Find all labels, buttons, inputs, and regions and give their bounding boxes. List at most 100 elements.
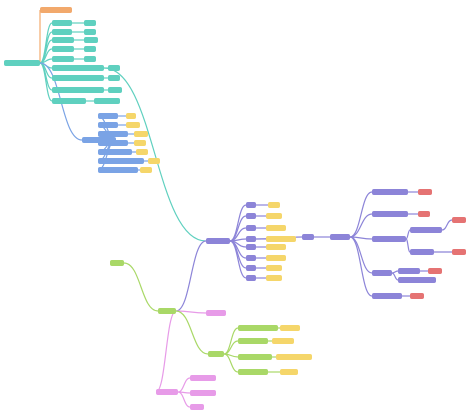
mindmap-node-t5[interactable] [52,56,74,62]
mindmap-node-t9[interactable] [52,98,86,104]
mindmap-node-p3[interactable] [246,225,256,231]
mindmap-node-gr4[interactable] [238,369,268,375]
mindmap-node-p2[interactable] [246,213,256,219]
mindmap-node-p6v[interactable] [266,255,286,261]
link-root1-t8 [39,62,53,91]
mindmap-node-k1c[interactable] [190,404,204,410]
mindmap-node-t1[interactable] [52,20,72,26]
link-root1-t9 [39,62,53,102]
mindmap-node-p7v[interactable] [266,265,282,271]
mindmap-node-q3av[interactable] [452,217,466,223]
mindmap-node-g0[interactable] [110,260,124,266]
mindmap-node-b7v[interactable] [140,167,152,173]
mindmap-node-t3v[interactable] [84,37,98,43]
mindmap-node-gr1[interactable] [238,325,278,331]
mindmap-node-p6[interactable] [246,255,256,261]
mindmap-node-g1[interactable] [158,308,176,314]
mindmap-node-pm2[interactable] [330,234,350,240]
mindmap-node-b3v[interactable] [134,131,148,137]
link-pm2-q5 [349,236,373,297]
mindmap-node-p1[interactable] [246,202,256,208]
mindmap-node-t6v[interactable] [108,65,120,71]
mindmap-node-t4[interactable] [52,46,74,52]
mindmap-node-q4av[interactable] [428,268,442,274]
mindmap-node-b1[interactable] [98,113,118,119]
mindmap-node-q3[interactable] [372,236,406,242]
mindmap-node-p4[interactable] [246,236,256,242]
mindmap-node-gr1v[interactable] [280,325,300,331]
mindmap-node-t7v[interactable] [108,75,120,81]
mindmap-node-t4v[interactable] [84,46,96,52]
mindmap-node-t3[interactable] [52,37,74,43]
mindmap-node-gr2[interactable] [238,338,268,344]
mindmap-node-b1v[interactable] [126,113,136,119]
mindmap-node-t5v[interactable] [84,56,96,62]
link-pm2-q1 [349,191,373,238]
mindmap-node-q2v[interactable] [418,211,430,217]
mindmap-node-p5[interactable] [246,244,256,250]
mindmap-node-p3v[interactable] [266,225,286,231]
mindmap-node-q5v[interactable] [410,293,424,299]
link-q3-q3b [405,238,411,253]
link-q3a-q3av [441,219,453,231]
mindmap-node-b3[interactable] [98,131,128,137]
mindmap-node-t7[interactable] [52,75,104,81]
mindmap-node-gr[interactable] [208,351,224,357]
mindmap-node-t8v[interactable] [108,87,122,93]
mindmap-node-b2v[interactable] [126,122,140,128]
link-k1-k1c [177,391,191,408]
mindmap-node-b7[interactable] [98,167,138,173]
link-g1-gr [175,310,209,355]
mindmap-node-k1[interactable] [156,389,178,395]
mindmap-node-gr4v[interactable] [280,369,298,375]
link-g0-g1 [123,262,159,312]
mindmap-node-p8[interactable] [246,275,256,281]
mindmap-node-k0[interactable] [206,310,226,316]
link-g1-k1 [155,310,177,393]
mindmap-node-p7[interactable] [246,265,256,271]
mindmap-node-q1v[interactable] [418,189,432,195]
mindmap-node-p1v[interactable] [268,202,280,208]
link-k1-k1a [177,377,191,393]
mindmap-node-root1[interactable] [4,60,40,66]
mindmap-node-p5v[interactable] [266,244,286,250]
mindmap-node-b6v[interactable] [148,158,160,164]
link-root1-t2 [39,31,53,64]
mindmap-node-b5[interactable] [98,149,132,155]
mindmap-node-p4v[interactable] [266,236,296,242]
mindmap-node-b2[interactable] [98,122,118,128]
mindmap-node-b5v[interactable] [136,149,148,155]
mindmap-node-t2[interactable] [52,29,72,35]
mindmap-node-p2v[interactable] [266,213,282,219]
mindmap-node-q3b[interactable] [410,249,434,255]
mindmap-node-t6[interactable] [52,65,104,71]
mindmap-node-t8[interactable] [52,87,104,93]
mindmap-node-q2[interactable] [372,211,408,217]
mindmap-node-q1[interactable] [372,189,408,195]
mindmap-node-b4v[interactable] [134,140,146,146]
mindmap-node-q4a[interactable] [398,268,420,274]
mindmap-node-t9v[interactable] [94,98,120,104]
link-p0-p8 [229,240,247,279]
mindmap-node-q4[interactable] [372,270,392,276]
mindmap-node-t2v[interactable] [84,29,96,35]
mindmap-node-gr2v[interactable] [272,338,294,344]
link-q4-q4b [391,272,399,281]
mindmap-node-p8v[interactable] [266,275,282,281]
mindmap-node-gr3[interactable] [238,354,272,360]
link-pm2-q2 [349,213,373,238]
mindmap-node-k1b[interactable] [190,390,216,396]
mindmap-node-q3bv[interactable] [452,249,466,255]
mindmap-node-t0[interactable] [40,7,72,13]
mindmap-node-q4b[interactable] [398,277,436,283]
mindmap-node-p0[interactable] [206,238,230,244]
mindmap-node-gr3v[interactable] [276,354,312,360]
link-g1-p0 [175,240,207,312]
mindmap-node-q5[interactable] [372,293,402,299]
mindmap-node-b6[interactable] [98,158,144,164]
mindmap-node-b4[interactable] [98,140,128,146]
mindmap-node-q3a[interactable] [410,227,442,233]
mindmap-node-t1v[interactable] [84,20,96,26]
mindmap-node-pm[interactable] [302,234,314,240]
mindmap-node-k1a[interactable] [190,375,216,381]
